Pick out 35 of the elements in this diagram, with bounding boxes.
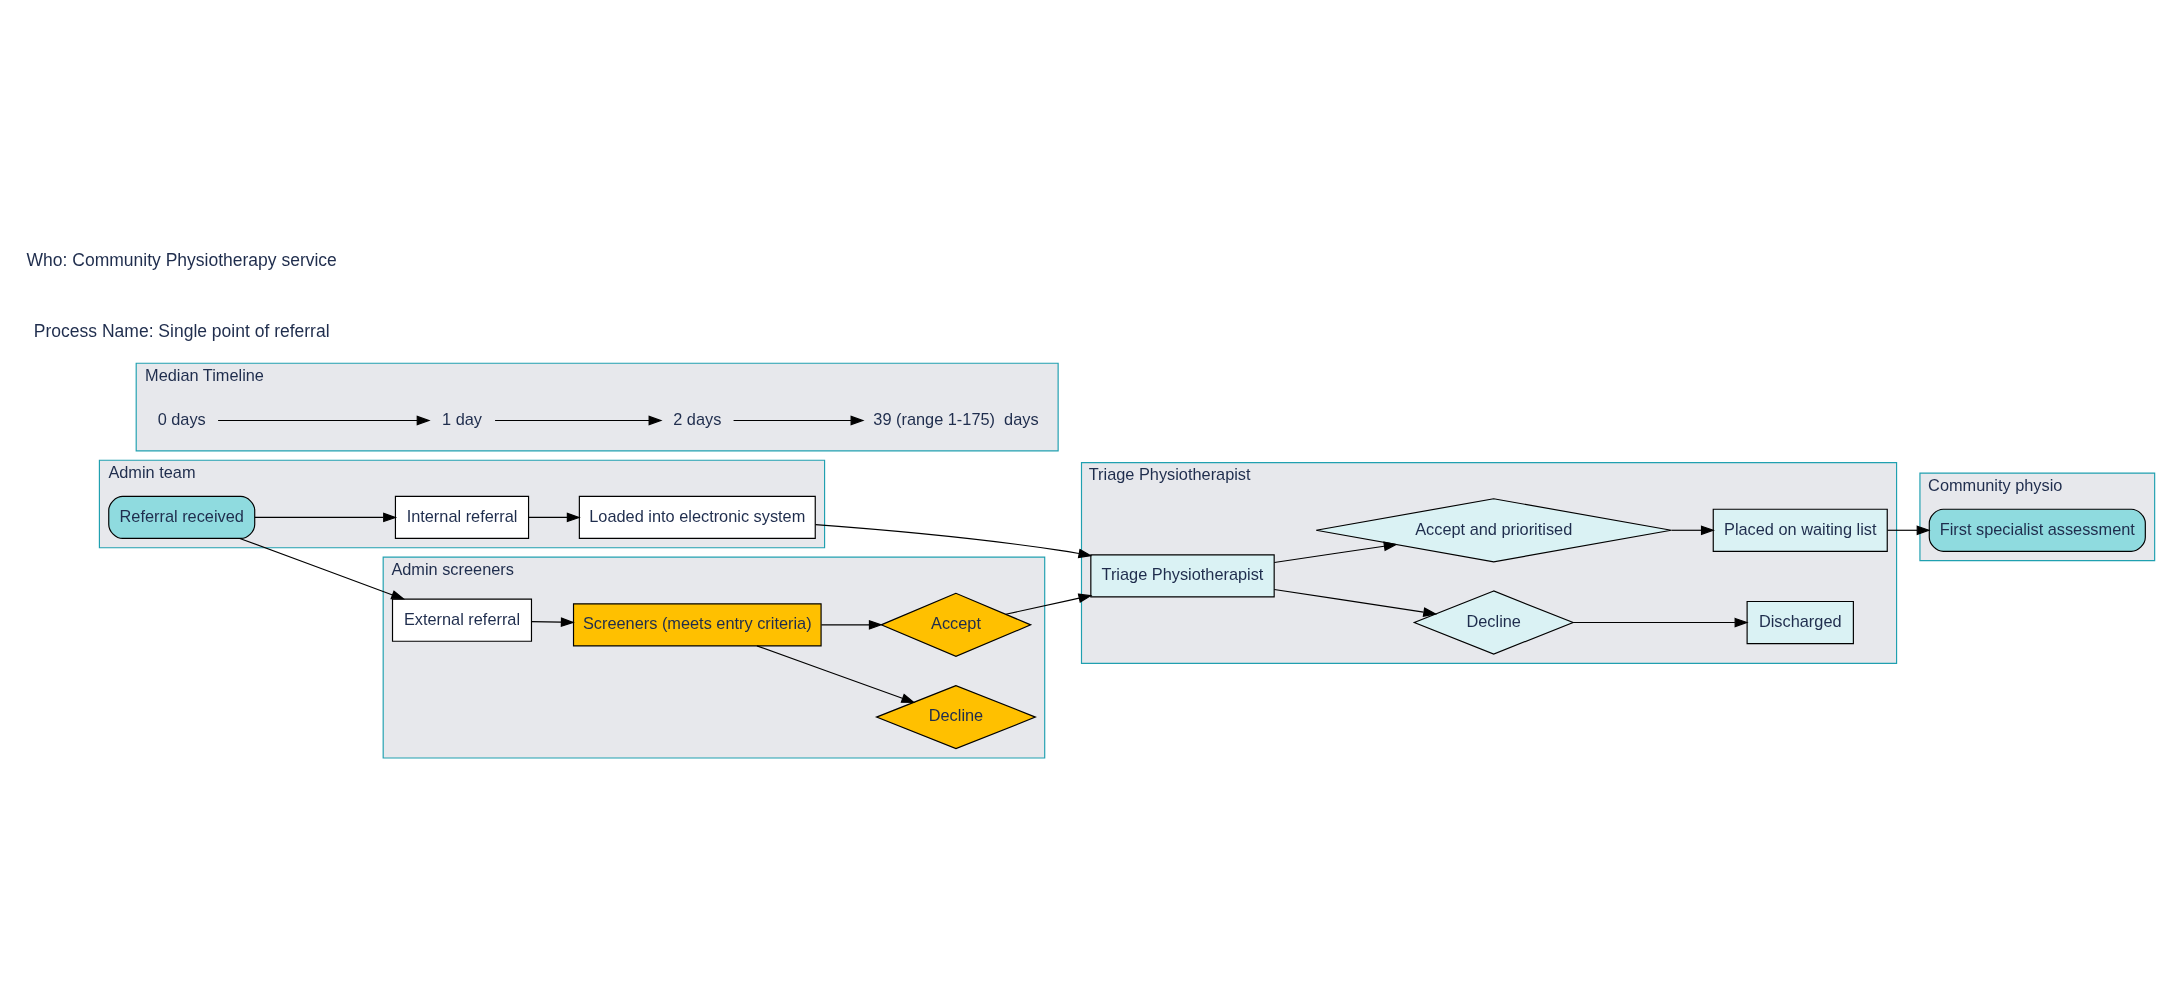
arrow bbox=[530, 616, 575, 627]
node-box: Internal referral bbox=[394, 495, 530, 539]
node-diamond: Accept bbox=[879, 592, 1033, 657]
node-box: Referral received bbox=[108, 495, 256, 539]
label: Process Name: Single point of referral bbox=[33, 320, 330, 341]
node-text: 1 day bbox=[442, 409, 482, 428]
node-diamond: Decline bbox=[1412, 589, 1575, 655]
arrow bbox=[733, 415, 865, 425]
arrow bbox=[1005, 592, 1093, 615]
node-diamond: Decline bbox=[874, 684, 1037, 749]
arrow bbox=[494, 415, 663, 425]
arrow bbox=[1273, 588, 1438, 617]
arrow bbox=[814, 523, 1093, 558]
node-box: First specialist assessment bbox=[1928, 508, 2146, 552]
node-box: Discharged bbox=[1746, 600, 1854, 644]
label: Who: Community Physiotherapy service bbox=[26, 249, 337, 270]
node-diamond: Accept and prioritised bbox=[1315, 497, 1672, 562]
arrow bbox=[254, 512, 398, 522]
node-box: External referral bbox=[391, 598, 533, 642]
node-text: 39 (range 1-175) days bbox=[873, 409, 1039, 428]
node-text: 2 days bbox=[673, 409, 722, 428]
node-box: Screeners (meets entry criteria) bbox=[572, 602, 822, 646]
arrow bbox=[1886, 524, 1931, 535]
node-box: Loaded into electronic system bbox=[578, 495, 816, 539]
arrow bbox=[1273, 540, 1398, 563]
arrow bbox=[528, 512, 581, 522]
arrow bbox=[756, 644, 916, 703]
arrow bbox=[1572, 617, 1749, 627]
node-box: Triage Physiotherapist bbox=[1090, 553, 1275, 597]
arrow bbox=[1670, 524, 1715, 535]
arrow bbox=[217, 415, 431, 425]
arrow bbox=[820, 619, 883, 630]
arrow bbox=[239, 537, 406, 600]
node-box: Placed on waiting list bbox=[1712, 508, 1888, 552]
node-text: 0 days bbox=[157, 409, 206, 428]
